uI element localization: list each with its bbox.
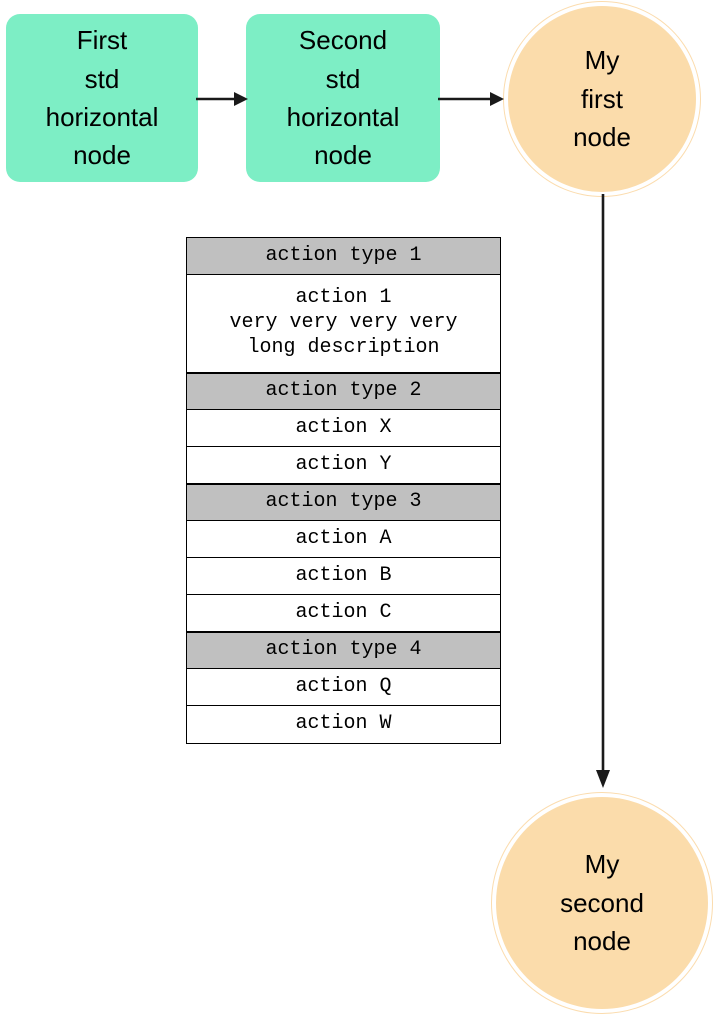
action-row[interactable]: action A bbox=[187, 521, 500, 558]
action-row[interactable]: action C bbox=[187, 595, 500, 632]
action-type-header: action type 4 bbox=[187, 632, 500, 669]
node-label: First std horizontal node bbox=[45, 25, 159, 171]
node-label: My second node bbox=[560, 849, 644, 957]
edge-second-to-myfirst-arrow bbox=[438, 92, 504, 106]
action-table: action type 1 action 1 very very very ve… bbox=[186, 237, 501, 744]
node-my-second-node-inner: My second node bbox=[496, 797, 708, 1009]
edge-myfirst-to-mysecond-arrow bbox=[596, 194, 610, 788]
action-row[interactable]: action 1 very very very very long descri… bbox=[187, 275, 500, 373]
action-type-header: action type 3 bbox=[187, 484, 500, 521]
action-row[interactable]: action W bbox=[187, 706, 500, 743]
node-my-first-node[interactable]: My first node bbox=[503, 1, 701, 197]
action-row[interactable]: action X bbox=[187, 410, 500, 447]
action-row[interactable]: action Q bbox=[187, 669, 500, 706]
node-my-first-node-inner: My first node bbox=[508, 6, 696, 192]
node-first-std-horizontal-node[interactable]: First std horizontal node bbox=[6, 14, 198, 182]
action-type-header: action type 1 bbox=[187, 238, 500, 275]
node-label: Second std horizontal node bbox=[286, 25, 400, 171]
edge-first-to-second-arrow bbox=[196, 92, 248, 106]
action-type-header: action type 2 bbox=[187, 373, 500, 410]
action-row[interactable]: action Y bbox=[187, 447, 500, 484]
node-second-std-horizontal-node[interactable]: Second std horizontal node bbox=[246, 14, 440, 182]
node-label: My first node bbox=[573, 45, 631, 153]
node-my-second-node[interactable]: My second node bbox=[491, 792, 713, 1014]
action-row[interactable]: action B bbox=[187, 558, 500, 595]
